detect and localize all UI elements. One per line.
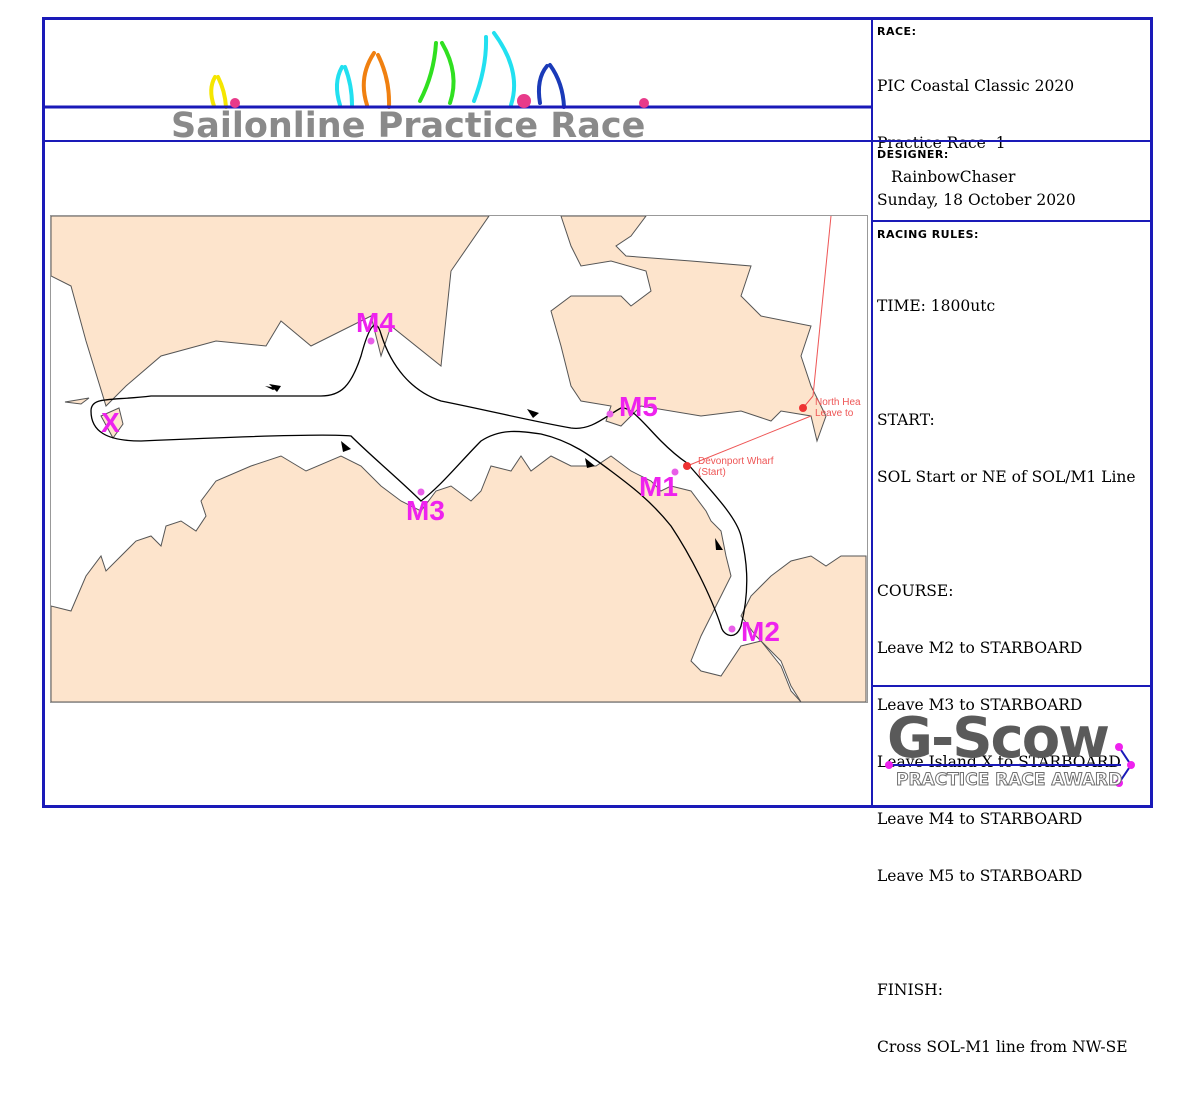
rules-finish-text: Cross SOL-M1 line from NW-SE: [877, 1038, 1128, 1056]
land-southeast: [740, 555, 867, 702]
banner-panel: Sailonline Practice Race: [42, 17, 873, 142]
rules-course-item: Leave M3 to STARBOARD: [877, 696, 1083, 714]
banner-logo: Sailonline Practice Race: [44, 31, 871, 140]
wind-arrows: [265, 384, 723, 550]
race-info-panel: RACE: PIC Coastal Classic 2020 Practice …: [871, 17, 1153, 209]
award-logo-text: G-Scow: [887, 706, 1108, 771]
mark-m1-label: M1: [639, 471, 678, 502]
race-date: Sunday, 18 October 2020: [877, 191, 1076, 209]
mark-m2-dot: [728, 625, 736, 633]
rules-course-label: COURSE:: [877, 582, 954, 600]
devonport-label: Devonport Wharf: [698, 456, 774, 467]
rules-course-item: Leave M2 to STARBOARD: [877, 639, 1083, 657]
devonport-dot: [683, 462, 691, 470]
sail-yellow-icon: [209, 75, 228, 109]
mark-x-label: X: [101, 407, 120, 438]
mark-m4-dot: [367, 337, 375, 345]
course-map: Devonport Wharf (Start) North Hea Leave …: [50, 215, 868, 703]
mark-m5-dot: [606, 410, 614, 418]
mark-m3-dot: [417, 488, 425, 496]
mark-m1-dot: [671, 468, 679, 476]
rules-start-label: START:: [877, 411, 935, 429]
sail-cyan-icon: [335, 65, 354, 107]
devonport-sub-label: (Start): [698, 467, 726, 478]
mark-m2-label: M2: [741, 616, 780, 647]
designer-header: DESIGNER:: [877, 148, 949, 161]
award-logo: G-Scow PRACTICE RACE AWARD: [885, 706, 1135, 791]
award-panel: G-Scow PRACTICE RACE AWARD: [871, 685, 1153, 808]
racing-rules-panel: RACING RULES: TIME: 1800utc START: SOL S…: [871, 220, 1153, 1056]
north-head-dot: [799, 404, 807, 412]
land-masses: [51, 216, 867, 702]
sail-green-icon: [418, 41, 456, 105]
rules-course-item: Leave M4 to STARBOARD: [877, 810, 1083, 828]
rules-start-text: SOL Start or NE of SOL/M1 Line: [877, 468, 1136, 486]
designer-name: RainbowChaser: [891, 168, 1016, 186]
land-south: [51, 455, 802, 702]
sail-blue-icon: [536, 63, 566, 109]
rules-time: TIME: 1800utc: [877, 297, 996, 315]
wind-arrow-icon: [265, 384, 281, 392]
land-northeast: [550, 216, 827, 443]
race-practice: Practice Race 1: [877, 134, 1006, 152]
race-name: PIC Coastal Classic 2020: [877, 77, 1075, 95]
award-sub: PRACTICE RACE AWARD: [896, 770, 1122, 790]
mark-m4-label: M4: [356, 307, 395, 338]
sailing-route: [90, 324, 748, 637]
north-head-sub-label: Leave to: [815, 408, 854, 419]
north-head-label: North Hea: [815, 397, 861, 408]
mark-m3-label: M3: [406, 495, 445, 526]
rules-course-item: Leave M5 to STARBOARD: [877, 867, 1083, 885]
sail-orange-icon: [361, 51, 392, 109]
sail-cyan2-icon: [472, 31, 516, 107]
race-header: RACE:: [877, 25, 917, 38]
land-islet: [64, 397, 90, 405]
wind-arrow-icon: [715, 538, 723, 550]
rules-header: RACING RULES:: [877, 228, 979, 241]
mark-m5-label: M5: [619, 391, 658, 422]
banner-title: Sailonline Practice Race: [171, 106, 645, 140]
wind-arrow-icon: [527, 409, 539, 418]
rules-finish-label: FINISH:: [877, 981, 943, 999]
wind-arrow-icon: [585, 458, 595, 468]
island-x: [100, 407, 124, 439]
designer-panel: DESIGNER: RainbowChaser: [871, 140, 1153, 222]
wind-arrow-icon: [341, 441, 351, 452]
rules-course-item: Leave Island X to STARBOARD: [877, 753, 1121, 771]
land-northwest: [51, 216, 490, 407]
